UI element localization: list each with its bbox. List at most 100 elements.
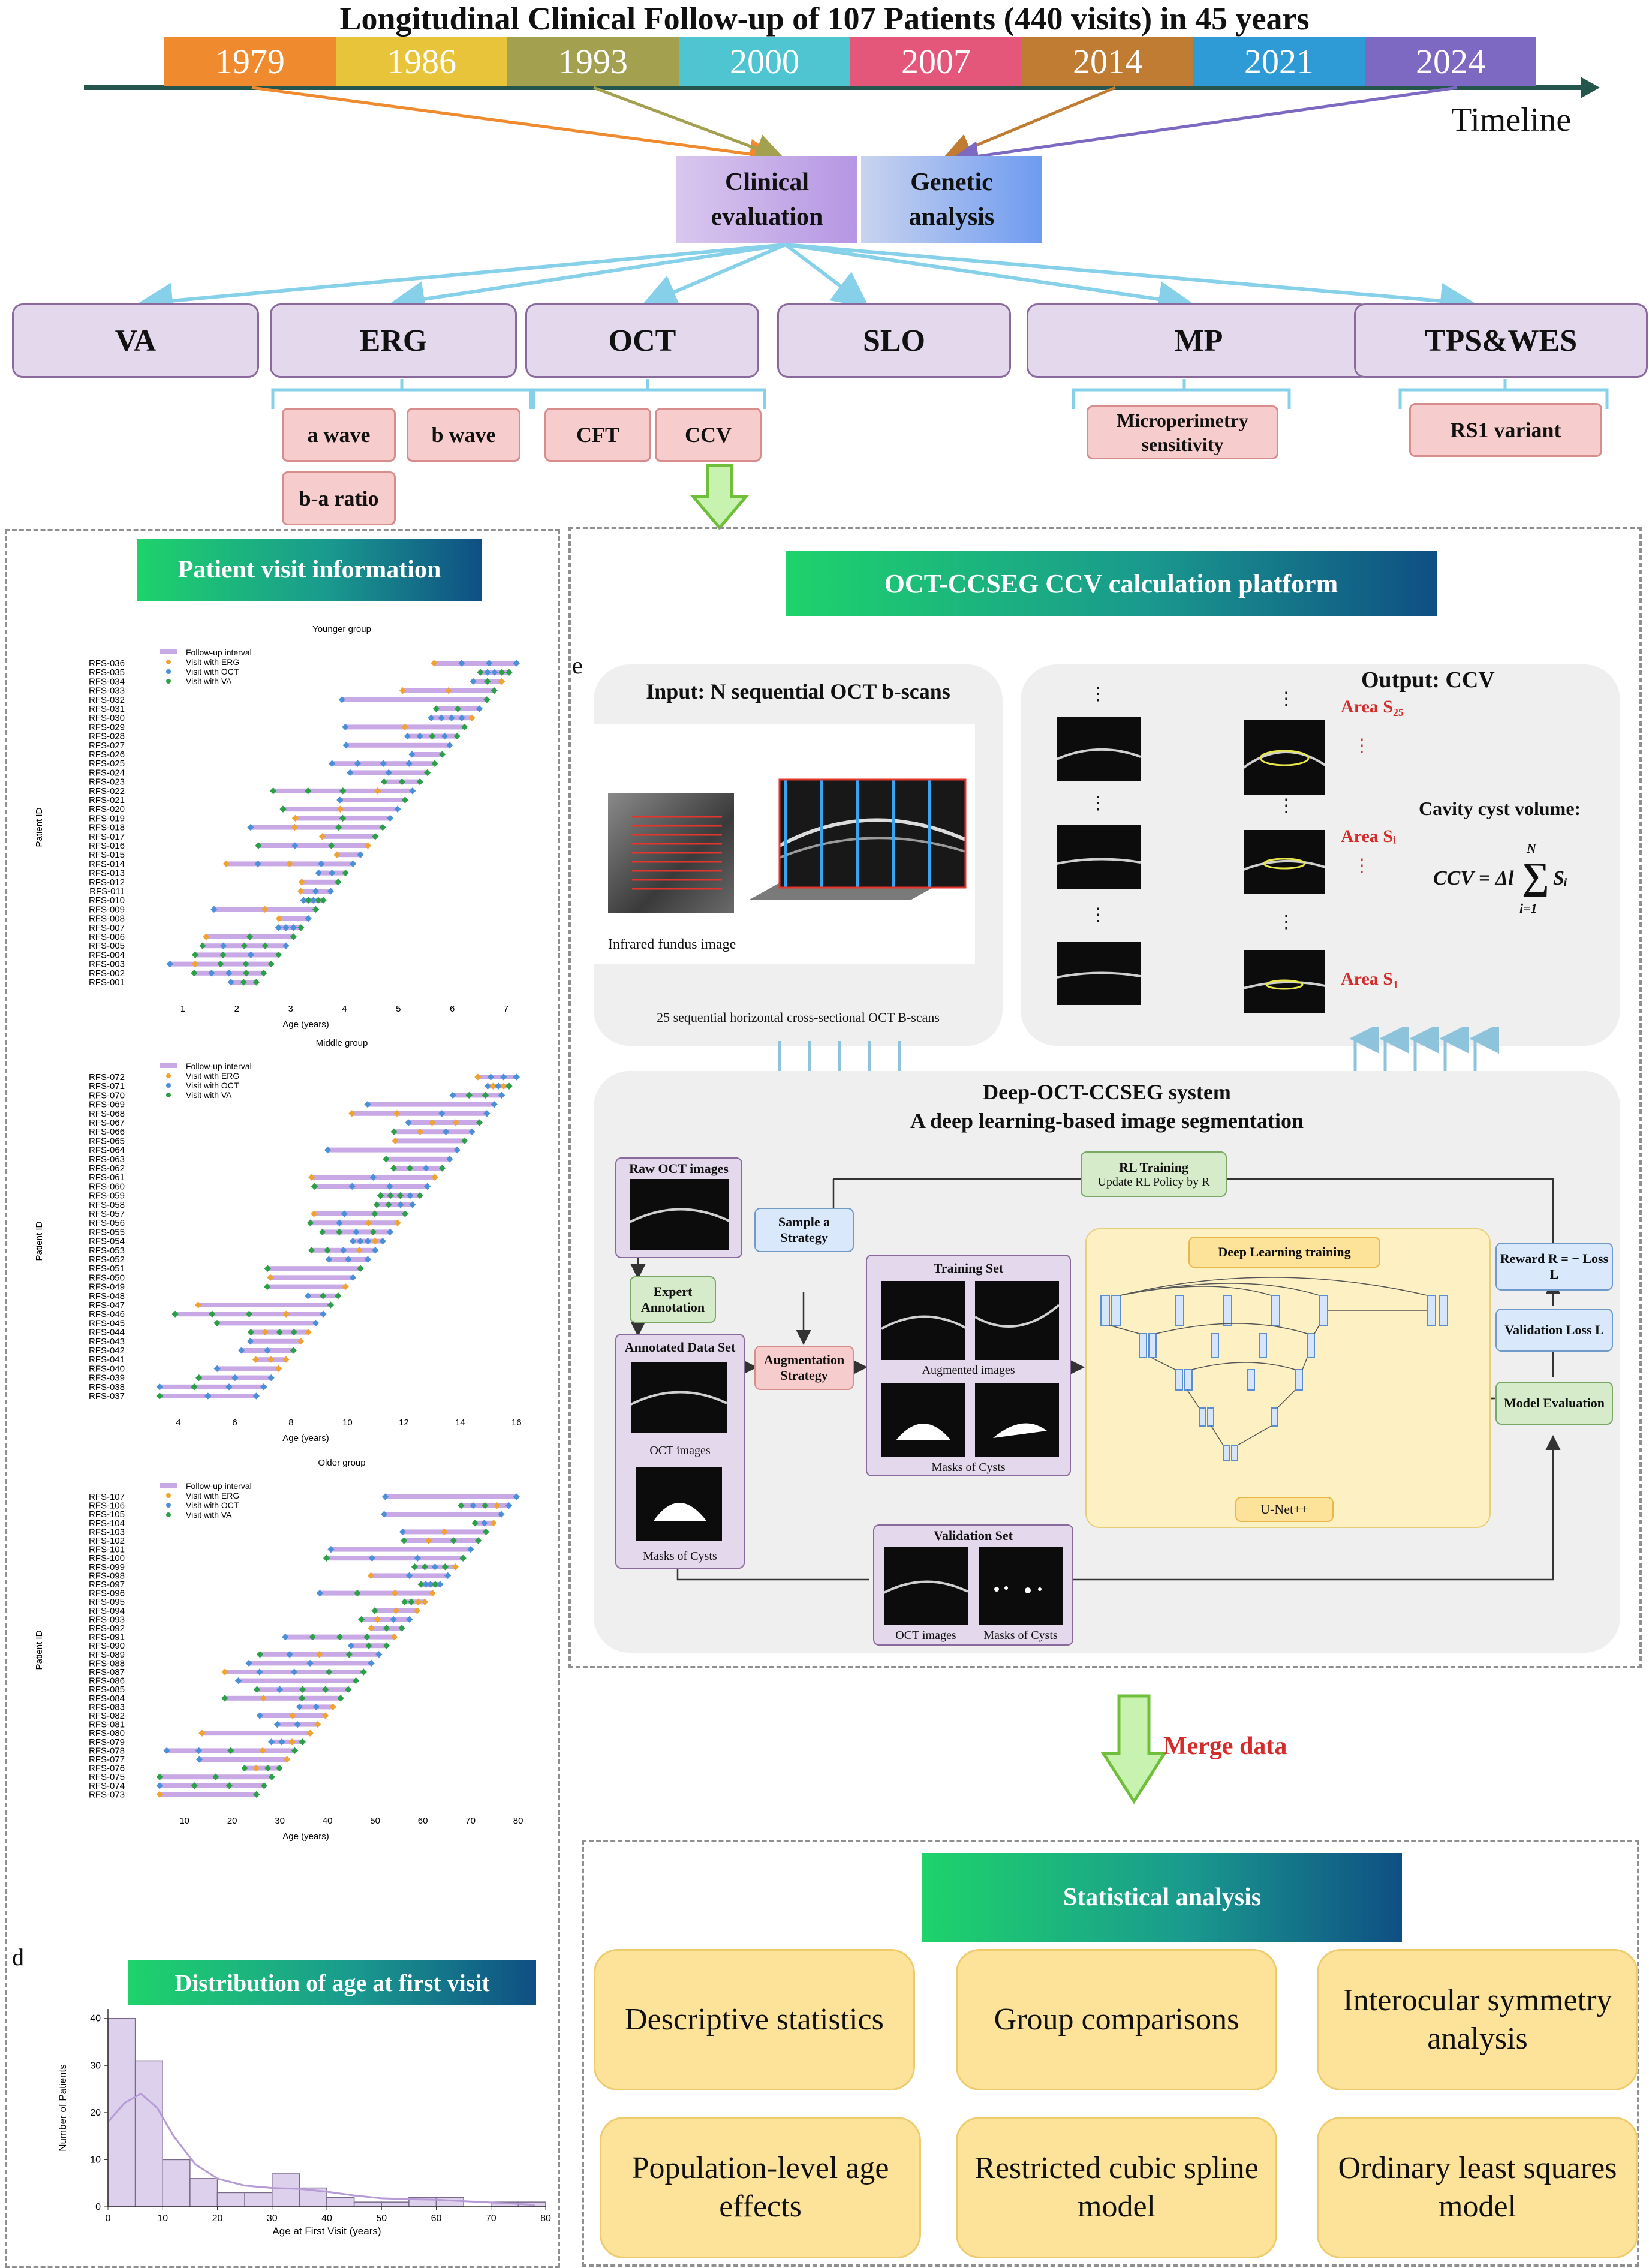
follow-up-interval-bar bbox=[314, 1184, 428, 1189]
visit-marker bbox=[364, 1100, 371, 1108]
x-tick-label: 14 bbox=[455, 1418, 465, 1428]
patient-id-label: RFS-089 bbox=[89, 1650, 125, 1660]
unet-architecture-diagram bbox=[1100, 1277, 1448, 1461]
visit-marker bbox=[390, 1128, 398, 1135]
patient-id-label: RFS-044 bbox=[89, 1328, 125, 1338]
histogram-bar bbox=[134, 2060, 163, 2207]
visit-marker bbox=[356, 1247, 363, 1254]
visit-marker bbox=[204, 1392, 212, 1400]
oct-cft: CFT bbox=[544, 408, 651, 462]
area-s25: Area S₂₅ bbox=[1341, 697, 1404, 717]
legend-swatch-erg bbox=[166, 1073, 171, 1078]
visit-marker bbox=[371, 1210, 378, 1217]
patient-id-label: RFS-012 bbox=[89, 877, 125, 888]
visit-marker bbox=[401, 1598, 408, 1605]
follow-up-interval-bar bbox=[453, 1093, 502, 1098]
patient-id-label: RFS-088 bbox=[89, 1658, 125, 1668]
follow-up-interval-bar bbox=[160, 1384, 264, 1389]
visit-marker bbox=[498, 1091, 505, 1099]
stat-group-comparisons: Group comparisons bbox=[956, 1949, 1277, 2090]
legend-label: Visit with OCT bbox=[186, 667, 239, 676]
patient-id-label: RFS-022 bbox=[89, 786, 125, 796]
follow-up-interval-bar bbox=[384, 1512, 501, 1517]
follow-up-interval-bar bbox=[199, 1757, 287, 1762]
x-tick-label: 40 bbox=[323, 1816, 333, 1826]
tps-rs1-variant: RS1 variant bbox=[1409, 403, 1602, 457]
visit-marker bbox=[335, 879, 342, 886]
legend-label: Visit with OCT bbox=[186, 1500, 239, 1510]
visit-marker bbox=[276, 1686, 284, 1693]
follow-up-interval-bar bbox=[198, 1303, 331, 1307]
visit-marker bbox=[345, 1256, 352, 1263]
validation-loss-node: Validation Loss L bbox=[1495, 1309, 1613, 1352]
oct-volume-cube bbox=[750, 778, 967, 900]
visit-marker bbox=[300, 897, 307, 904]
patient-id-label: RFS-009 bbox=[89, 904, 125, 915]
system-title: Deep-OCT-CCSEG system bbox=[983, 1080, 1231, 1104]
y-tick-label: 20 bbox=[90, 2108, 101, 2118]
visit-marker bbox=[425, 1537, 432, 1544]
patient-id-label: RFS-004 bbox=[89, 950, 125, 960]
visit-marker bbox=[246, 1338, 254, 1345]
follow-up-interval-bar bbox=[320, 1590, 433, 1596]
visit-marker bbox=[166, 960, 174, 968]
follow-up-interval-bar bbox=[258, 843, 368, 848]
patient-id-label: RFS-042 bbox=[89, 1346, 125, 1356]
panel-letter-e: e bbox=[572, 652, 583, 679]
patient-id-label: RFS-015 bbox=[89, 850, 125, 860]
patient-id-label: RFS-097 bbox=[89, 1580, 125, 1590]
panel-letter-d: d bbox=[12, 1944, 24, 1971]
visit-marker bbox=[305, 787, 312, 795]
patient-visit-charts: aYounger groupRFS-036RFS-035RFS-034RFS-0… bbox=[36, 624, 523, 1842]
merge-data-label: Merge data bbox=[1163, 1732, 1287, 1760]
patient-id-label: RFS-002 bbox=[89, 968, 125, 979]
expert-annotation-node: Expert Annotation bbox=[630, 1276, 716, 1323]
visit-marker bbox=[427, 1581, 434, 1588]
visit-marker bbox=[267, 1356, 275, 1363]
patient-id-label: RFS-105 bbox=[89, 1509, 125, 1520]
visit-marker bbox=[482, 1091, 489, 1099]
patient-id-label: RFS-035 bbox=[89, 667, 125, 678]
follow-up-interval-bar bbox=[279, 916, 309, 921]
visit-marker bbox=[428, 1119, 436, 1126]
visit-marker bbox=[299, 1686, 306, 1693]
visit-marker bbox=[315, 869, 322, 877]
patient-id-label: RFS-061 bbox=[89, 1172, 125, 1183]
augmented-image-1 bbox=[881, 1281, 965, 1360]
sum-icon: ∑ bbox=[1522, 855, 1549, 897]
visit-marker bbox=[381, 1493, 389, 1500]
annotated-oct-caption: OCT images bbox=[649, 1444, 711, 1457]
visit-marker bbox=[225, 970, 233, 977]
patient-id-label: RFS-092 bbox=[89, 1623, 125, 1634]
visit-marker bbox=[336, 796, 344, 804]
visit-marker bbox=[400, 1537, 408, 1544]
follow-up-interval-bar bbox=[326, 1556, 464, 1561]
visit-marker bbox=[383, 1156, 390, 1163]
visit-marker bbox=[375, 1651, 383, 1658]
visit-marker bbox=[171, 1310, 179, 1318]
visit-marker bbox=[431, 660, 438, 667]
erg-a-wave: a wave bbox=[282, 408, 396, 462]
ellipsis-5: ⋮ bbox=[1277, 796, 1295, 816]
timeline-year-2007: 2007 bbox=[850, 37, 1022, 86]
visit-marker bbox=[416, 1128, 423, 1135]
patient-id-label: RFS-050 bbox=[89, 1273, 125, 1283]
visit-marker bbox=[385, 1201, 392, 1208]
follow-up-interval-bar bbox=[267, 1266, 360, 1271]
patient-id-label: RFS-106 bbox=[89, 1501, 125, 1511]
patient-id-label: RFS-051 bbox=[89, 1264, 125, 1274]
annotated-label: Annotated Data Set bbox=[624, 1340, 736, 1355]
visit-marker bbox=[393, 1110, 401, 1117]
ccv-formula-bottom: i=1 bbox=[1519, 901, 1537, 916]
patient-id-label: RFS-058 bbox=[89, 1200, 125, 1210]
patient-id-label: RFS-049 bbox=[89, 1282, 125, 1292]
visit-marker bbox=[495, 1082, 502, 1090]
visit-marker bbox=[383, 1625, 390, 1632]
histogram-bar bbox=[189, 2178, 218, 2207]
patient-id-label: RFS-084 bbox=[89, 1694, 125, 1704]
legend-label: Visit with VA bbox=[186, 1510, 232, 1520]
histogram-bar bbox=[381, 2201, 410, 2207]
visit-marker bbox=[260, 970, 267, 977]
right-panel-frame bbox=[568, 527, 1642, 1668]
visit-marker bbox=[432, 1581, 439, 1588]
